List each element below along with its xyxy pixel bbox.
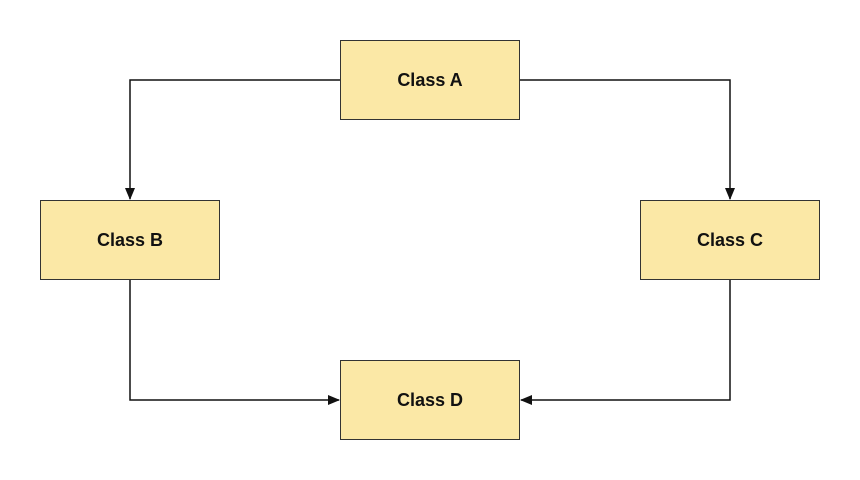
edge-a-to-b [125, 79, 340, 200]
class-a-node[interactable]: Class A [340, 40, 520, 120]
class-b-node[interactable]: Class B [40, 200, 220, 280]
class-d-label: Class D [396, 389, 464, 410]
class-b-label: Class B [96, 229, 164, 250]
edge-a-to-c [520, 79, 735, 200]
edge-b-to-d [129, 280, 340, 405]
edge-c-to-d [520, 280, 731, 405]
class-a-label: Class A [397, 69, 463, 90]
class-c-label: Class C [696, 229, 764, 250]
class-c-node[interactable]: Class C [640, 200, 820, 280]
class-d-node[interactable]: Class D [340, 360, 520, 440]
